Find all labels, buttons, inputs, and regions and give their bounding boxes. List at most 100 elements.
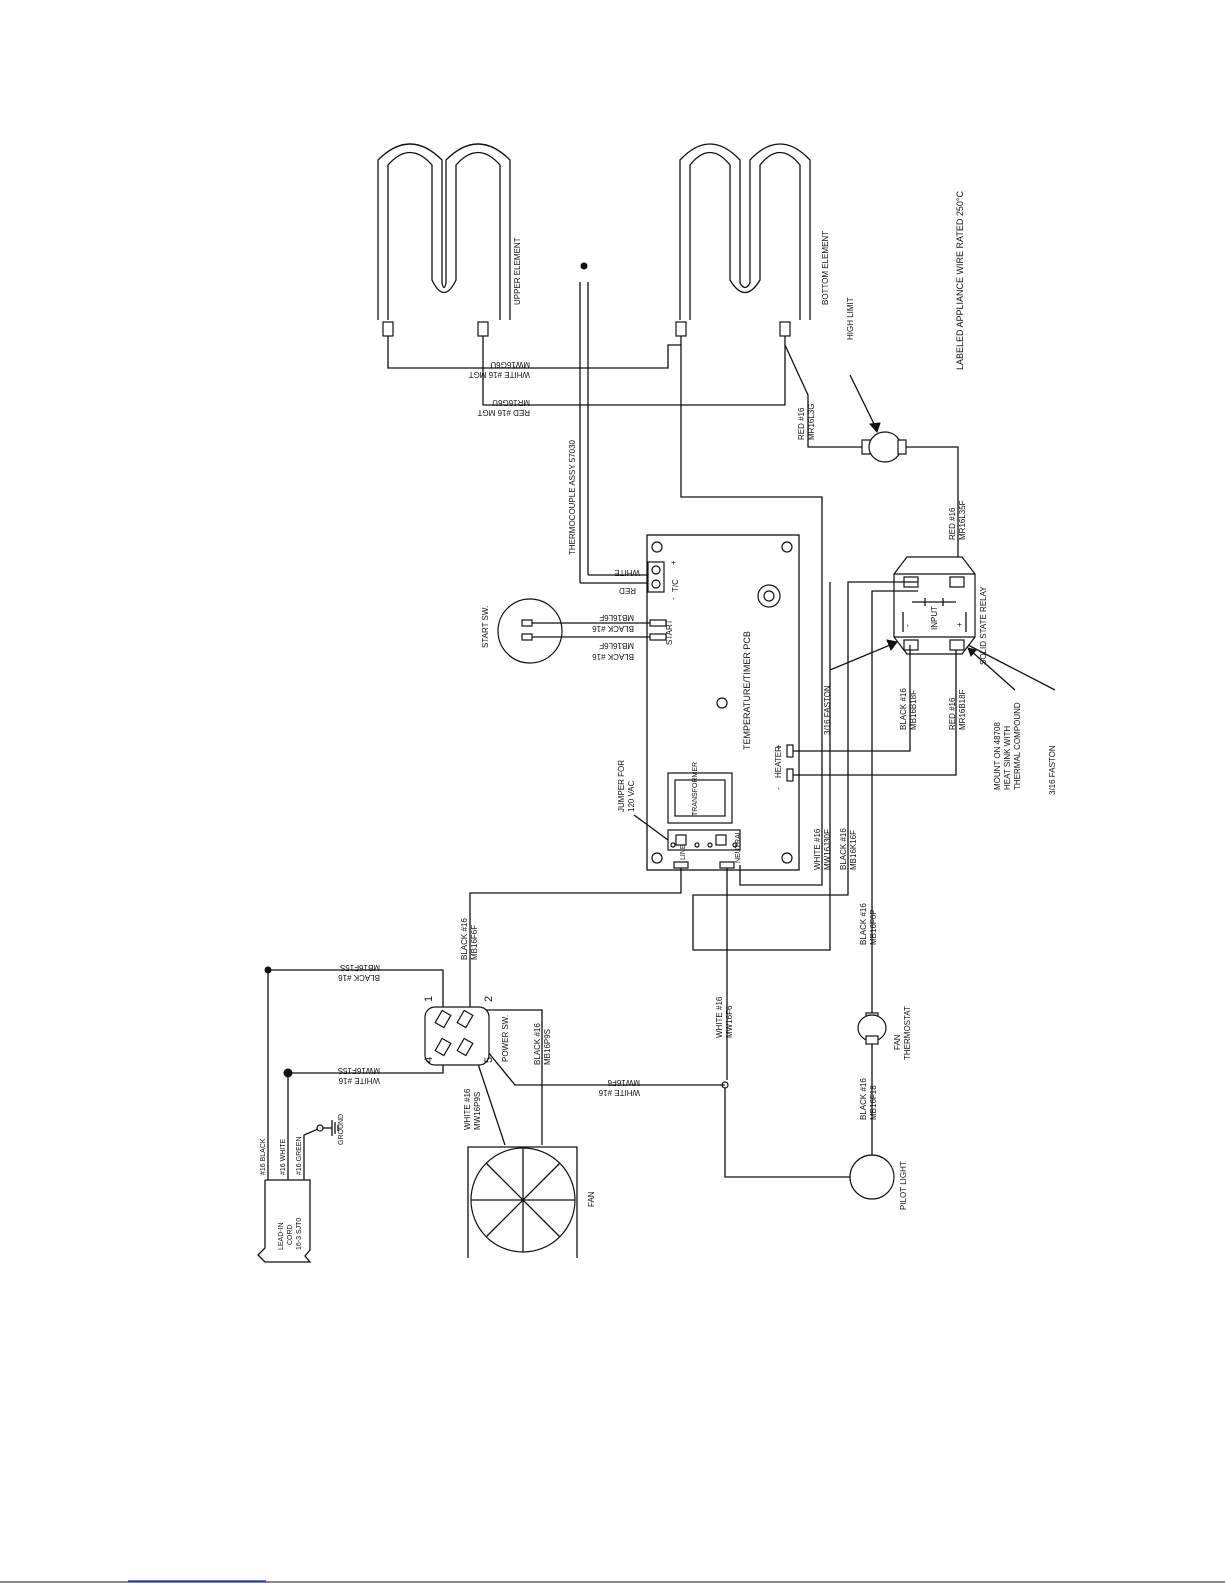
label-mb16f18: MB16F18 [869, 1085, 878, 1120]
label-black16-b: BLACK #16 [592, 652, 634, 661]
label-pcb: TEMPERATURE/TIMER PCB [742, 631, 752, 750]
label-mw16p9s: MW16P9S [473, 1092, 482, 1130]
relay-wires [692, 581, 957, 1020]
label-mw16f6-b: MW16F6 [607, 1078, 640, 1087]
power-switch [264, 966, 490, 1180]
label-tc-plus: + [669, 560, 678, 565]
label-mw16f15s: MW16F15S [338, 1066, 380, 1075]
temperature-timer-pcb [633, 534, 800, 871]
label-white16-mgt: WHITE #16 MGT [469, 370, 530, 379]
label-faston-b: 3/16 FASTON [1048, 745, 1057, 795]
solid-state-relay [829, 556, 1056, 691]
label-sw-pin2: 2 [483, 996, 495, 1002]
label-heater: HEATER [774, 746, 783, 778]
label-white16-d: WHITE #16 [598, 1088, 640, 1097]
label-white16-a: WHITE #16 [813, 828, 822, 870]
label-cord-green: #16 GREEN [296, 1136, 303, 1175]
label-heater-minus: - [774, 787, 783, 790]
label-red16-c: RED #16 [948, 697, 957, 730]
pilot-light [724, 1085, 895, 1200]
label-black16-d: BLACK #16 [839, 828, 848, 870]
label-mr16b18f: MR16B18F [958, 689, 967, 730]
label-mw16g6u: MW16G6U [490, 360, 530, 369]
thermocouple [579, 262, 665, 593]
label-mount-1: MOUNT ON 48708 [993, 722, 1002, 790]
label-black16-a: BLACK #16 [592, 624, 634, 633]
label-mb16p9s: MB16P9S [543, 1029, 552, 1065]
label-fan: FAN [587, 1191, 596, 1207]
label-ssr: SOLID STATE RELAY [979, 586, 988, 665]
element-wires [387, 344, 959, 886]
label-faston-a: 3/16 FASTON [823, 685, 832, 735]
label-cord-black: #16 BLACK [260, 1138, 267, 1175]
label-heater-plus: + [774, 744, 783, 749]
bottom-element [675, 143, 811, 345]
label-neutral: NEUTRAL [735, 830, 742, 863]
label-mw16j30f: MW16J30F [823, 829, 832, 870]
label-mb16b18f: MB16B18F [909, 690, 918, 730]
lead-in-cord [257, 1179, 312, 1263]
label-jumper-1: JUMPER FOR [617, 760, 626, 812]
label-black16-c: BLACK #16 [899, 688, 908, 730]
label-cord-2: CORD [287, 1224, 294, 1245]
fan-thermostat [857, 1012, 887, 1155]
label-wiring-note: LABELED APPLIANCE WIRE RATED 250°C [955, 191, 965, 370]
label-mr16l3g: MR16L3G [807, 404, 816, 440]
label-power-sw: POWER SW. [501, 1015, 510, 1062]
label-start-sw: START SW. [481, 606, 490, 648]
label-sw-pin5: 5 [483, 1057, 495, 1063]
upper-element [377, 143, 511, 345]
label-mb16k16f: MB16K16F [849, 830, 858, 870]
label-thermocouple: THERMOCOUPLE ASSY 57030 [568, 439, 577, 555]
label-ground: GROUND [338, 1114, 345, 1145]
fan-motor [467, 1146, 578, 1258]
label-cord-1: LEAD-IN [278, 1222, 285, 1250]
label-sw-pin4: 4 [423, 1057, 435, 1063]
label-sw-pin1: 1 [423, 996, 435, 1002]
label-bottom-element: BOTTOM ELEMENT [821, 231, 830, 305]
label-white16-b: WHITE #16 [338, 1076, 380, 1085]
label-black16-h: BLACK #16 [533, 1023, 542, 1065]
label-line: LINE [680, 844, 687, 860]
label-jumper-2: 120 VAC [627, 780, 636, 812]
label-mb16f6p: MB16F6P [869, 909, 878, 945]
label-black16-i: BLACK #16 [859, 1078, 868, 1120]
label-mr16l35f: MR16L35F [958, 500, 967, 540]
label-mount-3: THERMAL COMPOUND [1013, 702, 1022, 790]
label-tc-minus: - [669, 597, 678, 600]
label-cord-white: #16 WHITE [280, 1138, 287, 1175]
label-tc-red: RED [619, 586, 636, 595]
power-wiring [469, 868, 729, 1146]
label-black16-f: BLACK #16 [859, 903, 868, 945]
label-cord-3: 16-3 SJT0 [296, 1218, 303, 1250]
label-transformer: TRANSFORMER [692, 762, 699, 816]
label-black16-e: BLACK #16 [460, 918, 469, 960]
label-mb16f15s: MB16F15S [340, 963, 380, 972]
label-mb16l6f-b: MB16L6F [599, 641, 634, 650]
start-switch [497, 598, 650, 664]
label-high-limit: HIGH LIMIT [846, 297, 855, 340]
label-mb16f6f: MB16F6F [470, 925, 479, 960]
label-white16-e: WHITE #16 [463, 1088, 472, 1130]
label-mb16l6f-a: MB16L6F [599, 613, 634, 622]
label-ssr-minus: - [903, 624, 912, 627]
label-black16-g: BLACK #16 [338, 973, 380, 982]
label-fan-thermostat-1: FAN [893, 1034, 902, 1050]
label-fan-thermostat-2: THERMOSTAT [903, 1006, 912, 1060]
label-mr16g6u: MR16G6U [492, 398, 530, 407]
ground-symbol [303, 1120, 339, 1180]
high-limit-switch [849, 374, 907, 463]
label-red16-a: RED #16 [797, 407, 806, 440]
label-tc-white: WHITE [614, 568, 640, 577]
label-upper-element: UPPER ELEMENT [513, 237, 522, 305]
label-tc: T/C [671, 579, 680, 592]
label-ssr-plus: + [955, 622, 964, 627]
label-red16-b: RED #16 [948, 507, 957, 540]
label-ssr-input: INPUT [930, 606, 939, 630]
label-start: START [665, 619, 674, 645]
label-red16-mgt: RED #16 MGT [477, 408, 530, 417]
label-white16-c: WHITE #16 [715, 996, 724, 1038]
label-mount-2: HEAT SINK WITH [1003, 726, 1012, 790]
label-mw16f6: MW16F6 [725, 1005, 734, 1038]
